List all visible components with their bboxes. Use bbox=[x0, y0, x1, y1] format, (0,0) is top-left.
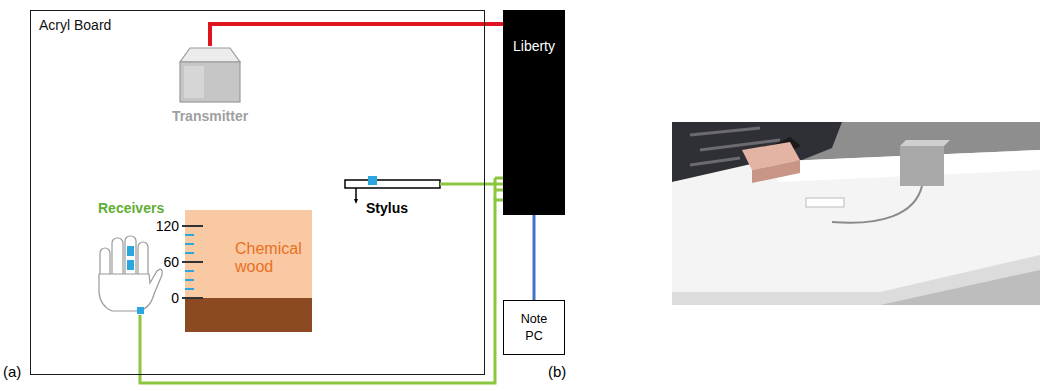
cable-line bbox=[440, 183, 503, 186]
device-name: Note PC bbox=[504, 311, 564, 345]
tracker-box: Liberty bbox=[503, 10, 565, 215]
transmitter-symbol bbox=[180, 48, 240, 102]
device-name: Liberty bbox=[503, 38, 565, 54]
cable-line bbox=[210, 24, 503, 46]
panel-label: (b) bbox=[548, 364, 578, 380]
board-region: Acryl BoardTransmitterStylus ReceiversChe… bbox=[30, 10, 485, 375]
cable-bundle bbox=[495, 178, 503, 200]
device-name: Stylus bbox=[366, 200, 408, 216]
wood-block bbox=[182, 210, 312, 332]
cable-line bbox=[533, 215, 536, 300]
stylus-symbol bbox=[345, 176, 440, 204]
cable-line bbox=[140, 200, 503, 383]
device-name: Transmitter bbox=[160, 108, 260, 124]
device-name: Receivers bbox=[98, 200, 164, 216]
scale-number: 120 bbox=[140, 218, 179, 234]
setup-photo bbox=[672, 122, 1040, 305]
hand-drawing bbox=[99, 236, 162, 314]
region-title: Acryl Board bbox=[39, 17, 111, 33]
pc-box: Note PC bbox=[503, 300, 565, 355]
stylus-box: Stylus bbox=[342, 176, 440, 220]
transmitter-box: Transmitter bbox=[160, 46, 260, 126]
material-name: Chemical wood bbox=[235, 240, 307, 276]
scale-number: 60 bbox=[140, 254, 179, 270]
scale-number: 0 bbox=[140, 290, 179, 306]
wood-block: Chemical wood bbox=[185, 210, 312, 332]
panel-label: (a) bbox=[3, 364, 33, 380]
